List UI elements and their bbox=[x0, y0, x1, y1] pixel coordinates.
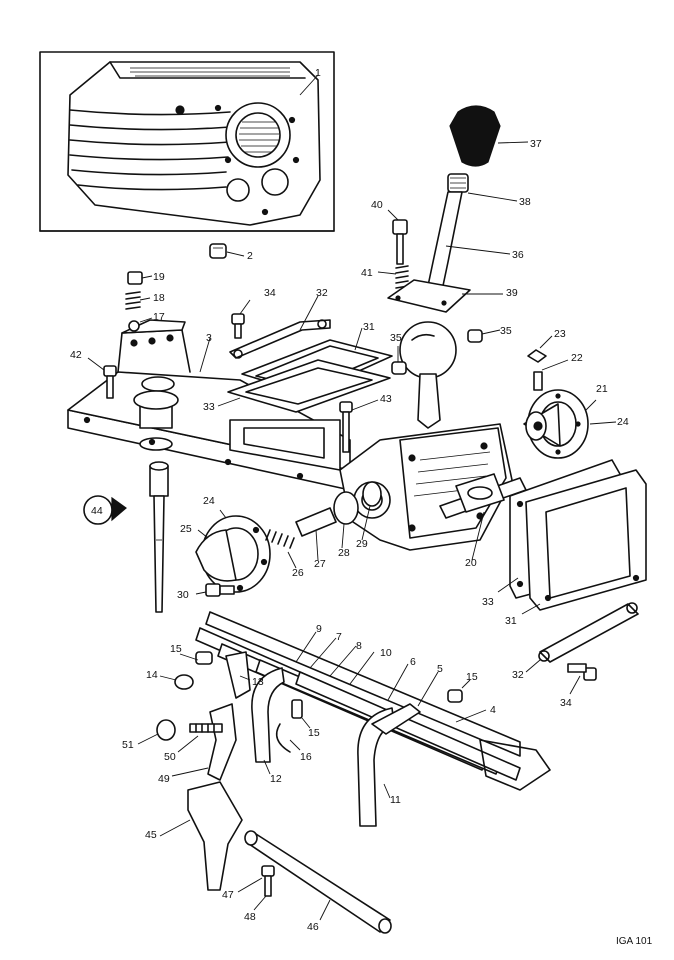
callout-1: 1 bbox=[315, 67, 321, 79]
callout-28: 28 bbox=[338, 547, 350, 559]
callout-33-upper: 33 bbox=[203, 401, 215, 413]
callout-10: 10 bbox=[380, 647, 392, 659]
callout-25: 25 bbox=[180, 523, 192, 535]
callout-35-right: 35 bbox=[500, 325, 512, 337]
callout-37: 37 bbox=[530, 138, 542, 150]
callout-31-lower: 31 bbox=[505, 615, 517, 627]
callout-36: 36 bbox=[512, 249, 524, 261]
callout-9: 9 bbox=[316, 623, 322, 635]
part-44-marker bbox=[83, 461, 169, 613]
callout-17: 17 bbox=[153, 311, 165, 323]
callout-46: 46 bbox=[307, 921, 319, 933]
callout-11: 11 bbox=[390, 794, 401, 806]
callout-19: 19 bbox=[153, 271, 165, 283]
callout-47: 47 bbox=[222, 889, 234, 901]
selector-forks bbox=[159, 651, 421, 891]
callout-45: 45 bbox=[145, 829, 157, 841]
callout-48: 48 bbox=[244, 911, 256, 923]
callout-41: 41 bbox=[361, 267, 373, 279]
callout-43: 43 bbox=[380, 393, 392, 405]
callout-44: 44 bbox=[91, 505, 103, 517]
callout-50: 50 bbox=[164, 751, 176, 763]
cover-gaskets-upper bbox=[217, 295, 393, 413]
callout-16: 16 bbox=[300, 751, 312, 763]
callout-2: 2 bbox=[247, 250, 253, 262]
callout-49: 49 bbox=[158, 773, 170, 785]
casing-inset bbox=[39, 51, 335, 232]
drawing-reference: IGA 101 bbox=[616, 936, 653, 947]
plug-part bbox=[209, 243, 245, 259]
callout-22: 22 bbox=[571, 352, 583, 364]
callout-18: 18 bbox=[153, 292, 165, 304]
side-flange-right bbox=[523, 335, 617, 459]
callout-3: 3 bbox=[206, 332, 212, 344]
callout-15-right: 15 bbox=[466, 671, 478, 683]
callout-42: 42 bbox=[70, 349, 82, 361]
cross-rod bbox=[244, 830, 392, 934]
callout-29: 29 bbox=[356, 538, 368, 550]
callout-32-upper: 32 bbox=[316, 287, 328, 299]
callout-23: 23 bbox=[554, 328, 566, 340]
callout-8: 8 bbox=[356, 640, 362, 652]
rear-extension bbox=[339, 423, 527, 561]
callout-32-lower: 32 bbox=[512, 669, 524, 681]
callout-21: 21 bbox=[596, 383, 608, 395]
callout-6: 6 bbox=[410, 656, 416, 668]
callout-33-lower: 33 bbox=[482, 596, 494, 608]
callout-12: 12 bbox=[270, 773, 282, 785]
callout-4: 4 bbox=[490, 704, 496, 716]
callout-27: 27 bbox=[314, 558, 326, 570]
callout-15-mid: 15 bbox=[308, 727, 320, 739]
small-fasteners-upper bbox=[87, 271, 379, 453]
callout-5: 5 bbox=[437, 663, 443, 675]
small-parts-lower bbox=[137, 651, 471, 911]
stud-parts bbox=[391, 329, 501, 375]
callout-14: 14 bbox=[146, 669, 158, 681]
side-flange-left bbox=[195, 481, 382, 597]
callout-34-upper: 34 bbox=[264, 287, 276, 299]
side-cover-right bbox=[497, 459, 647, 615]
callout-38: 38 bbox=[519, 196, 531, 208]
callout-7: 7 bbox=[336, 631, 342, 643]
callout-39: 39 bbox=[506, 287, 518, 299]
callout-24-right: 24 bbox=[617, 416, 629, 428]
callout-40: 40 bbox=[371, 199, 383, 211]
callout-24-left: 24 bbox=[203, 495, 215, 507]
callout-26: 26 bbox=[292, 567, 304, 579]
callout-15-left: 15 bbox=[170, 643, 182, 655]
callout-30: 30 bbox=[177, 589, 189, 601]
callout-51: 51 bbox=[122, 739, 134, 751]
gear-lever-assembly bbox=[377, 105, 529, 429]
callout-13: 13 bbox=[252, 676, 264, 688]
callout-20: 20 bbox=[465, 557, 477, 569]
callout-labels: 1 2 3 4 5 6 7 8 9 10 11 12 13 14 15 15 1… bbox=[70, 67, 653, 947]
strap-lower-right bbox=[525, 602, 639, 695]
callout-31-upper: 31 bbox=[363, 321, 375, 333]
callout-35-left: 35 bbox=[390, 332, 402, 344]
callout-34-lower: 34 bbox=[560, 697, 572, 709]
